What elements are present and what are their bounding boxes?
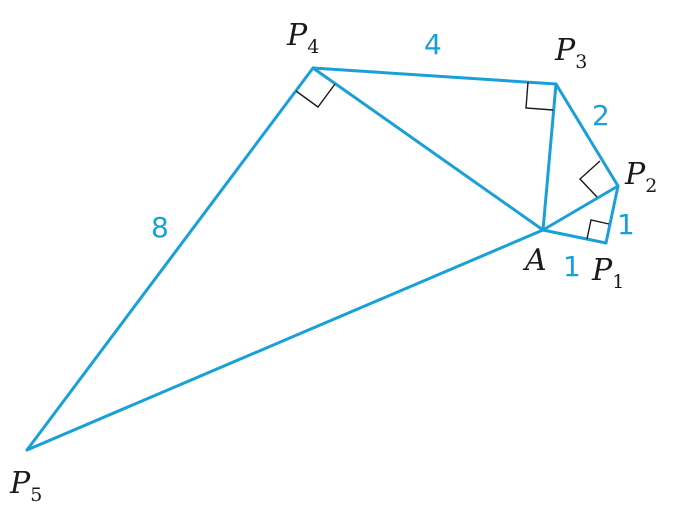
length-a-p1: 1 <box>563 250 581 283</box>
edge-p2-p3 <box>554 82 620 188</box>
edge-p4-p5 <box>25 66 315 452</box>
spoke-a-p3 <box>541 82 558 232</box>
length-p2-p3: 2 <box>592 99 610 132</box>
right-angle-marker-p3 <box>525 81 554 111</box>
length-p4-p5: 8 <box>151 211 169 244</box>
edge-p5-a <box>25 228 545 452</box>
right-angle-marker-p2 <box>578 160 601 198</box>
edge-p3-p4 <box>311 66 558 86</box>
right-angle-marker-p1 <box>586 219 610 240</box>
label-a: A <box>522 243 547 278</box>
spoke-a-p2 <box>541 184 620 232</box>
label-p3: P3 <box>554 33 587 73</box>
label-p2: P2 <box>624 157 657 197</box>
length-p3-p4: 4 <box>424 28 442 61</box>
label-p1: P1 <box>591 253 624 293</box>
edge-a-p1 <box>541 228 608 245</box>
spoke-a-p4 <box>311 66 545 232</box>
length-p1-p2: 1 <box>617 208 635 241</box>
label-p4: P4 <box>286 18 319 58</box>
edge-p1-p2 <box>604 184 620 245</box>
right-angle-marker-p4 <box>295 83 336 108</box>
label-p5: P5 <box>9 466 42 506</box>
